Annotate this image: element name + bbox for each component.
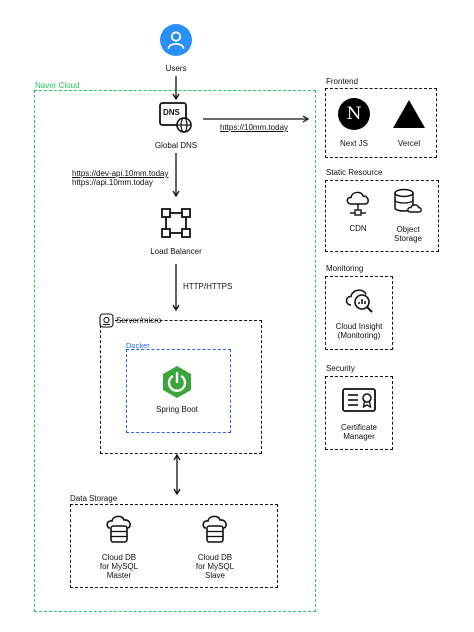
dns-icon: DNS bbox=[158, 100, 194, 136]
object-storage-label-1: Object bbox=[396, 225, 420, 234]
vercel-icon bbox=[392, 99, 426, 129]
cloud-db-slave-icon bbox=[200, 514, 230, 544]
monitoring-container bbox=[325, 276, 393, 350]
cloud-db-master-label-1: Cloud DB bbox=[101, 553, 137, 562]
object-storage-icon bbox=[392, 188, 422, 218]
users-icon bbox=[160, 24, 192, 56]
lb-to-server-label: HTTP/HTTPS bbox=[183, 282, 233, 291]
dns-icon-text: DNS bbox=[163, 108, 180, 117]
frontend-title: Frontend bbox=[326, 77, 359, 86]
security-title: Security bbox=[326, 364, 355, 373]
data-storage-title: Data Storage bbox=[70, 494, 118, 503]
server-container bbox=[100, 320, 262, 454]
next-js-icon-letter: N bbox=[346, 104, 362, 124]
static-resource-container bbox=[325, 180, 439, 252]
monitoring-title: Monitoring bbox=[326, 264, 364, 273]
load-balancer-icon bbox=[161, 208, 191, 238]
next-js-icon: N bbox=[338, 98, 370, 130]
dns-to-frontend-label: https://10mm.today bbox=[220, 123, 289, 132]
security-container bbox=[325, 376, 393, 450]
cloud-db-master-icon bbox=[104, 514, 134, 544]
load-balancer-label: Load Balancer bbox=[150, 247, 202, 256]
users-label: Users bbox=[165, 64, 187, 73]
object-storage-label-2: Storage bbox=[393, 234, 423, 243]
dns-to-lb-label-dev: https://dev-api.10mm.today bbox=[72, 169, 169, 178]
cloud-db-slave-label-1: Cloud DB bbox=[197, 553, 233, 562]
certificate-manager-label-2: Manager bbox=[343, 432, 375, 441]
spring-boot-label: Spring Boot bbox=[156, 405, 198, 414]
vercel-label: Vercel bbox=[397, 139, 421, 148]
cdn-label: CDN bbox=[349, 224, 367, 233]
certificate-manager-label-1: Certificate bbox=[340, 423, 377, 432]
cloud-db-slave-label-3: Slave bbox=[204, 571, 225, 580]
docker-container bbox=[126, 349, 231, 433]
data-storage-container bbox=[70, 504, 278, 588]
cloud-db-slave-label-2: for MySQL bbox=[195, 562, 235, 571]
certificate-icon bbox=[341, 386, 377, 414]
spring-boot-icon bbox=[160, 365, 194, 399]
cloud-db-master-label-2: for MySQL bbox=[99, 562, 139, 571]
static-resource-title: Static Resource bbox=[326, 168, 383, 177]
cloud-db-master-label-3: Master bbox=[106, 571, 132, 580]
frontend-container bbox=[325, 88, 437, 158]
naver-cloud-label: Naver Cloud bbox=[35, 81, 80, 90]
naver-cloud-boundary bbox=[34, 90, 316, 612]
next-js-label: Next JS bbox=[339, 139, 368, 148]
cloud-insight-label-1: Cloud Insight bbox=[335, 322, 383, 331]
cdn-icon bbox=[344, 188, 372, 216]
server-icon bbox=[99, 313, 114, 328]
docker-label: Docker bbox=[126, 341, 150, 350]
server-label: Server/micro bbox=[116, 316, 162, 325]
cloud-insight-icon bbox=[344, 285, 376, 315]
global-dns-label: Global DNS bbox=[154, 141, 198, 150]
dns-to-lb-label-prod: https://api.10mm.today bbox=[72, 178, 153, 187]
cloud-insight-label-2: (Monitoring) bbox=[337, 331, 381, 340]
